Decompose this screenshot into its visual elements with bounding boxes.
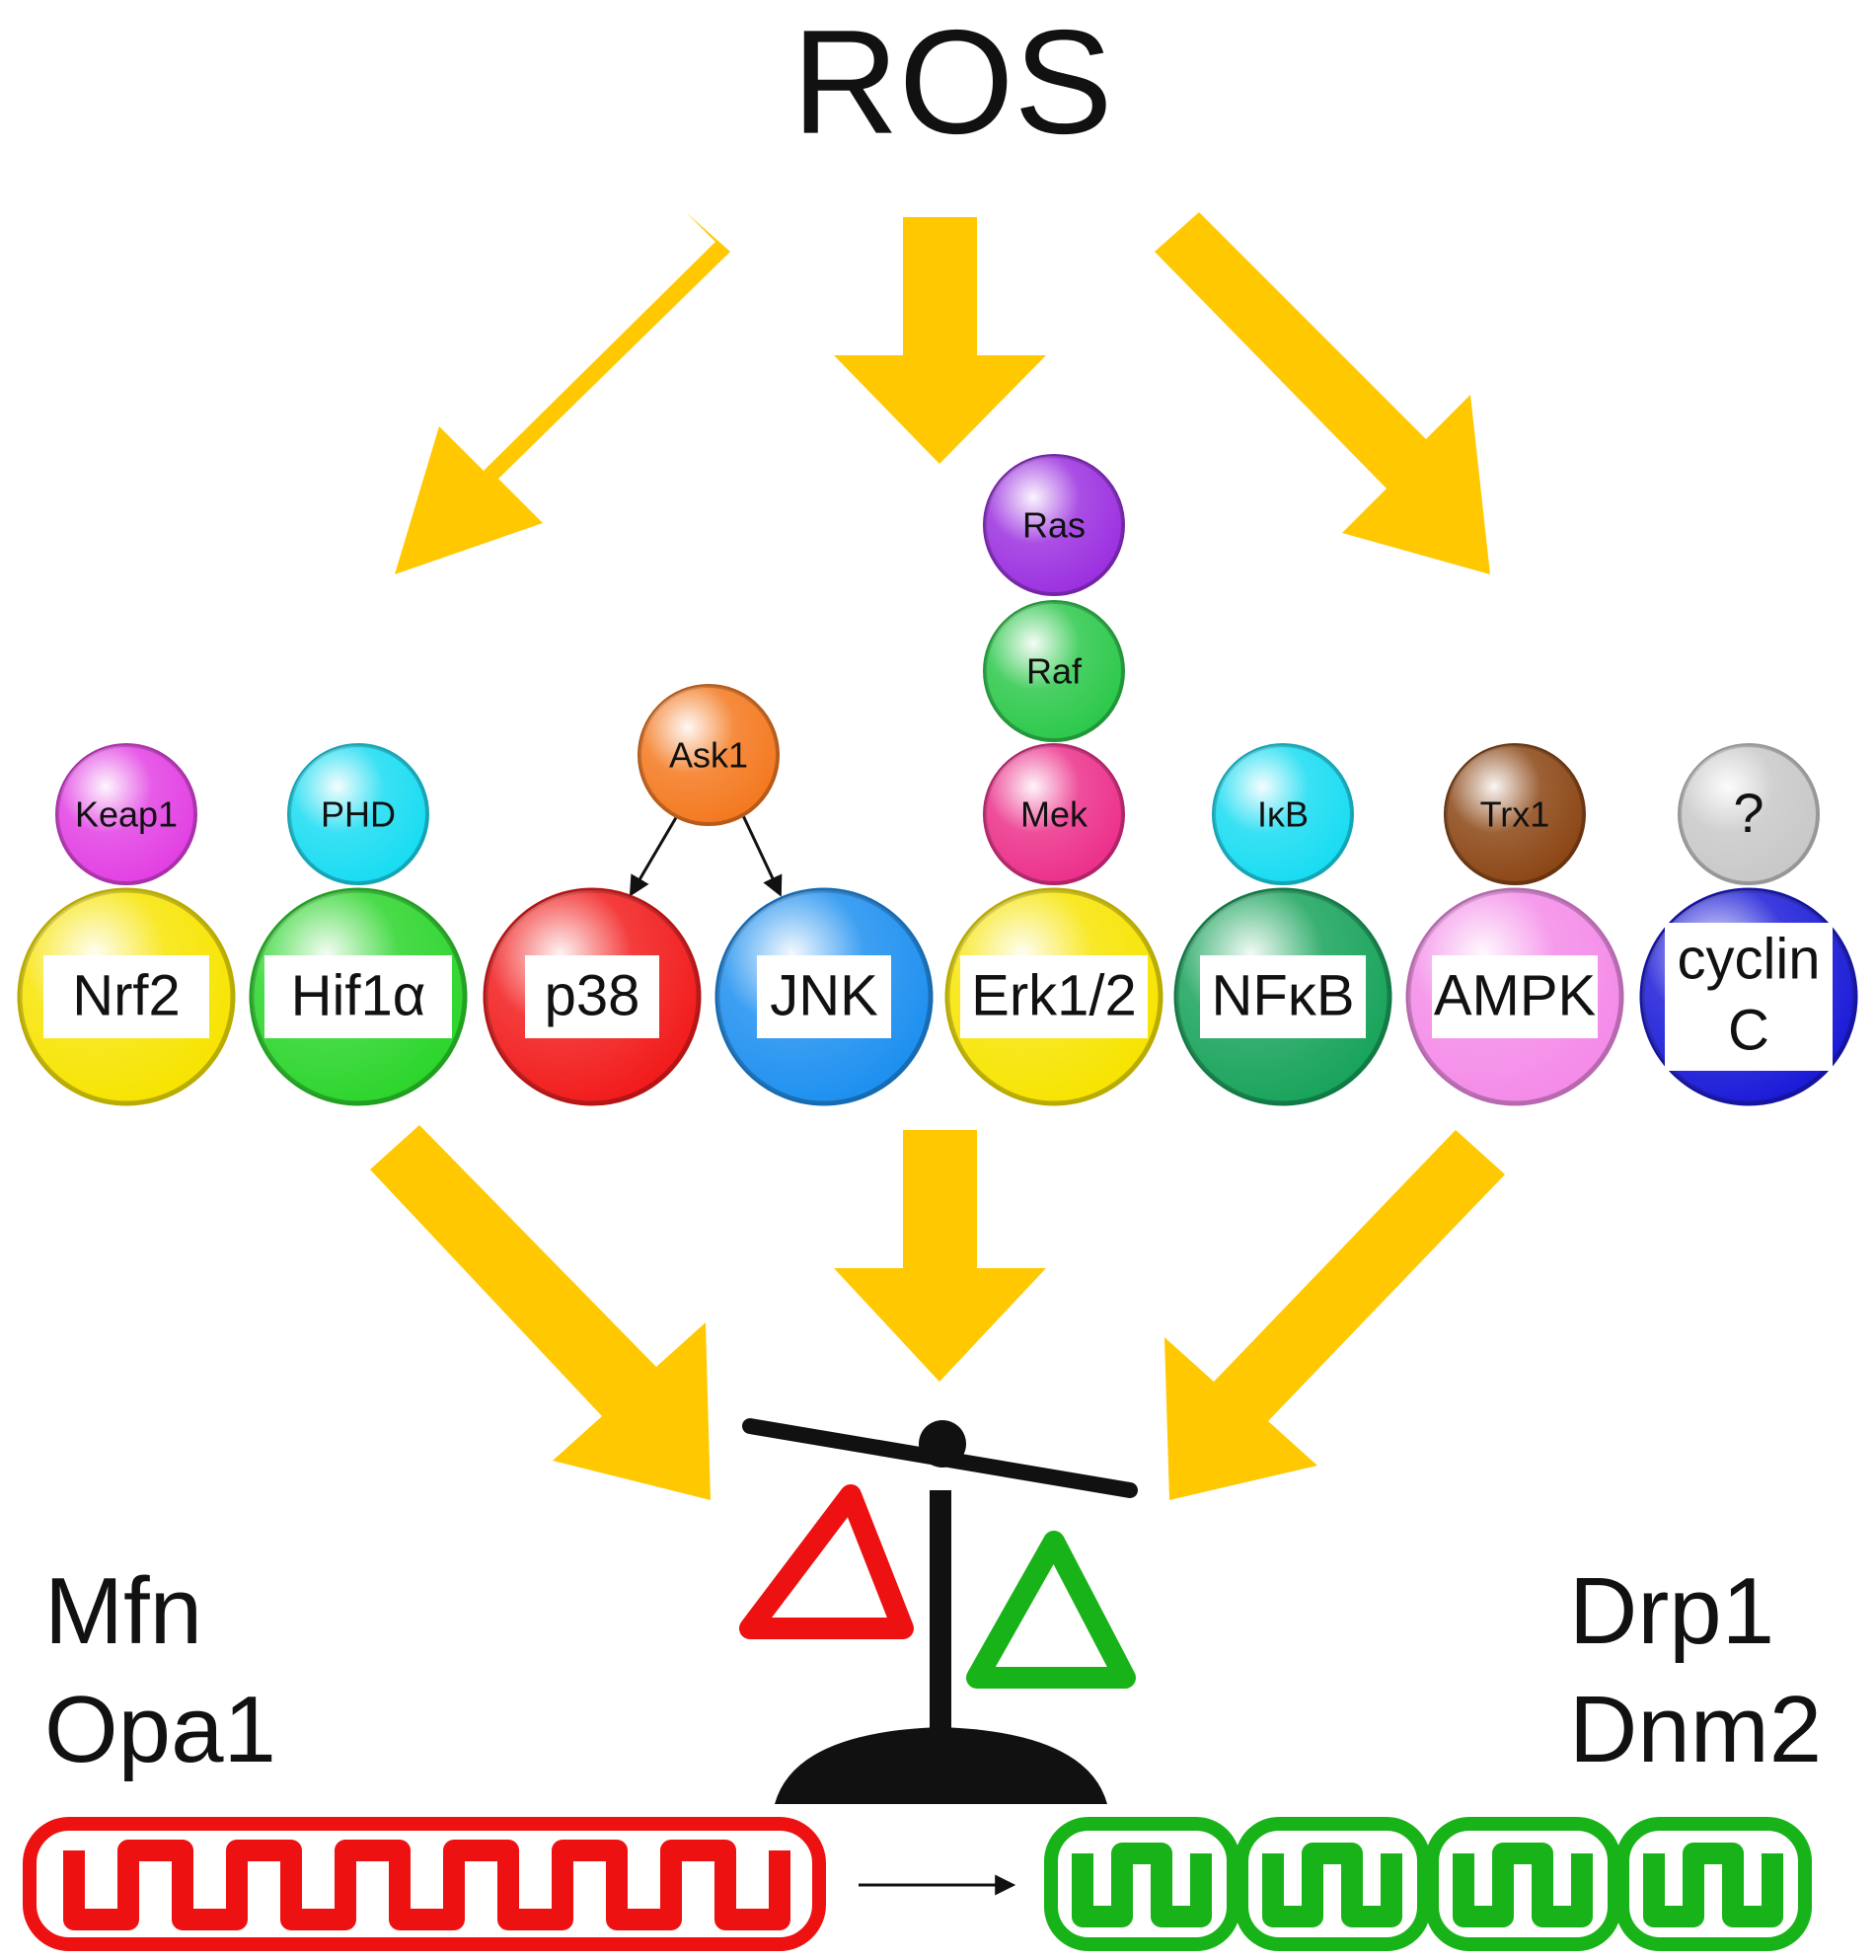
raf-node: Raf [983,600,1125,742]
factor-label: Hif1α [291,963,426,1027]
scale-pivot [919,1420,966,1468]
bottom-arrows [370,1125,1505,1500]
factor-label-line: cyclin [1677,927,1820,991]
fused-mitochondrion [23,1817,826,1951]
regulator-label: IκB [1257,794,1309,835]
pathway-hif1: PHD Hif1α [249,743,468,1106]
arrow-center-to-balance [834,1130,1046,1382]
factor-label: JNK [770,963,878,1027]
scale-base [775,1727,1107,1804]
fragment-outer [1235,1817,1431,1951]
factor-label-box [1665,923,1833,1071]
arrow-ros-center [834,217,1046,464]
fragmented-mitochondria [1044,1817,1812,1951]
scale-post [930,1490,951,1796]
ras-node: Ras [983,454,1125,596]
arrow-ros-right [1155,212,1490,574]
arrow-ros-left [395,212,730,574]
factor-label: Erk1/2 [971,963,1137,1027]
mitochondrion-fragment [1044,1817,1240,1951]
regulator-shine [289,745,427,883]
fragment-outer [1044,1817,1240,1951]
ras-label: Ras [1022,505,1086,546]
regulator-shine [1214,745,1352,883]
raf-label: Raf [1026,651,1083,692]
regulator-shine [57,745,195,883]
regulator-label: ? [1733,782,1763,844]
fragment-cristae [1643,1843,1783,1927]
fission-triangle [966,1531,1136,1689]
regulator-shine [1680,745,1818,883]
fused-mitochondrion-outer [23,1817,826,1951]
fusion-protein-opa1: Opa1 [44,1677,276,1782]
fragment-outer [1425,1817,1621,1951]
mitochondrion-fragment [1615,1817,1812,1951]
regulator-label: Mek [1020,794,1088,835]
factor-label-box [1200,955,1366,1038]
raf-shine [985,602,1123,740]
ask1-label: Ask1 [669,735,748,776]
mitochondrion-fragment [1425,1817,1621,1951]
fusion-protein-mfn: Mfn [44,1558,202,1664]
factor-label-box [525,955,659,1038]
factor-label-box [757,955,891,1038]
fused-mitochondrion-cristae [63,1840,790,1930]
mitochondrion-fragment [1235,1817,1431,1951]
pathway-nf-b: IκB NFκB [1173,743,1392,1106]
factor-label-box [43,955,209,1038]
fragment-cristae [1072,1843,1212,1927]
factor-label-box [1432,955,1598,1038]
factor-label: AMPK [1434,963,1597,1027]
fusion-triangle [739,1484,914,1639]
regulator-label: Trx1 [1480,794,1550,835]
arrow-ask1-to-jnk [738,808,783,897]
regulator-label: PHD [321,794,396,835]
ras-shine [985,456,1123,594]
factor-label: NFκB [1212,963,1355,1027]
arrow-left-to-balance [370,1125,711,1500]
ask1-shine [639,686,778,824]
factor-label: p38 [545,963,640,1027]
regulator-label: Keap1 [75,794,178,835]
balance-scale [739,1418,1138,1804]
fragment-cristae [1453,1843,1593,1927]
fragment-outer [1615,1817,1812,1951]
factor-label-box [960,955,1148,1038]
arrow-right-to-balance [1164,1130,1505,1500]
ask1-node: Ask1 [638,684,780,826]
fission-protein-drp1: Drp1 [1569,1558,1774,1664]
factor-label-line: C [1728,998,1769,1062]
factor-label: Nrf2 [72,963,181,1027]
regulator-shine [985,745,1123,883]
ros-title: ROS [791,0,1112,165]
factor-label-box [264,955,452,1038]
fragment-cristae [1262,1843,1402,1927]
top-arrows [395,212,1490,574]
arrow-ask1-to-p38 [629,808,683,897]
pathway-p38: p38 [483,887,702,1106]
regulator-shine [1446,745,1584,883]
pathway-jnk: JNK [714,887,934,1106]
fission-protein-dnm2: Dnm2 [1569,1677,1822,1782]
